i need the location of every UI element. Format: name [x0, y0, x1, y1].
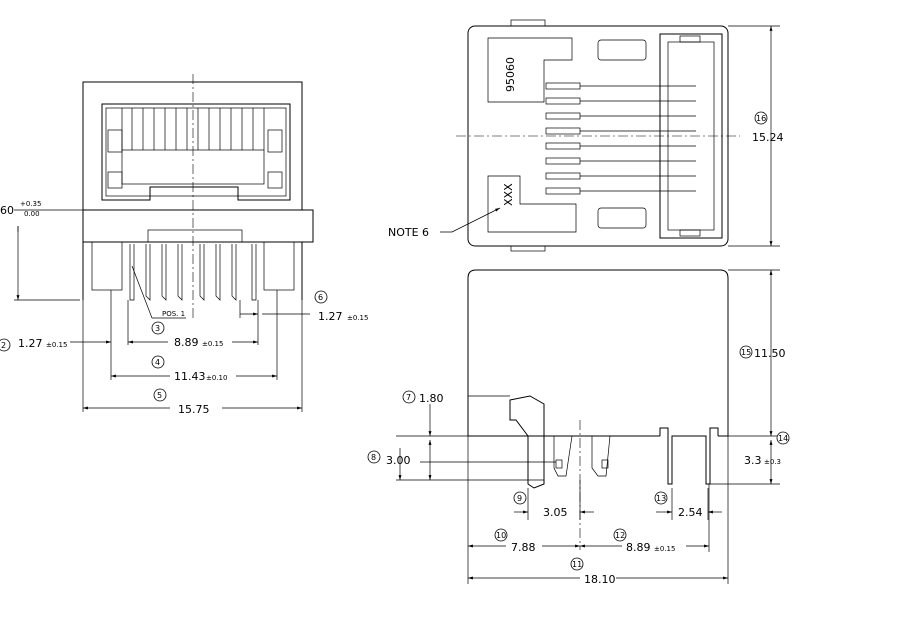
dim-2-value: 1.27 — [18, 337, 43, 350]
svg-text:16: 16 — [756, 114, 766, 123]
dim-7-marker — [402, 390, 416, 404]
front-left-post — [91, 241, 123, 291]
dim-6-marker — [314, 290, 328, 304]
svg-text:13: 13 — [656, 494, 666, 503]
dim-12-value: 8.89 — [626, 541, 651, 554]
dim-4-marker — [151, 355, 165, 369]
svg-text:4: 4 — [155, 358, 160, 367]
dim-3-tol: ±0.15 — [202, 340, 223, 348]
dim-11-marker — [570, 557, 584, 571]
side-pin-a — [553, 435, 573, 477]
dim-12-marker — [613, 528, 627, 542]
pos-leader — [131, 265, 153, 319]
side-pin-b — [591, 435, 611, 477]
pos-label: POS. 1 — [162, 310, 185, 318]
dim-15-marker — [739, 345, 753, 359]
dim-9-marker — [513, 491, 527, 505]
marking-text: XXX — [502, 183, 515, 206]
side-shield-clip — [509, 395, 545, 489]
dim-14-value: 3.3 — [744, 454, 762, 467]
dim-8-value: 3.00 — [386, 454, 411, 467]
side-rear-pins — [659, 427, 719, 485]
svg-text:11: 11 — [572, 560, 582, 569]
front-housing-outline — [82, 81, 303, 211]
height-dim-value: 60 — [0, 204, 14, 217]
top-label-area — [487, 37, 573, 103]
front-right-post — [263, 241, 295, 291]
dim-10-marker — [494, 528, 508, 542]
height-dim-tol-plus: +0.35 — [20, 200, 41, 208]
front-contact-fingers — [107, 108, 283, 189]
svg-text:12: 12 — [615, 531, 625, 540]
dim-9-value: 3.05 — [543, 506, 568, 519]
height-dim-tol-minus: 0.00 — [24, 210, 40, 218]
dim-14-marker — [776, 431, 790, 445]
side-view: 7 1.80 8 3.00 9 3.05 13 2.54 10 7.8 — [367, 269, 790, 586]
part-number: 95060 — [504, 57, 517, 92]
svg-text:8: 8 — [371, 453, 376, 462]
front-view: 60 +0.35 0.00 POS. 1 6 1.27 ±0.15 2 1.27… — [0, 74, 368, 416]
svg-text:9: 9 — [517, 494, 522, 503]
top-view: 95060 XXX NOTE — [388, 19, 784, 252]
note-label: NOTE 6 — [388, 226, 429, 239]
side-housing-outline — [467, 269, 729, 436]
dim-13-value: 2.54 — [678, 506, 703, 519]
top-contact-leads — [545, 82, 696, 195]
dim-16-value: 15.24 — [752, 131, 784, 144]
dim-15-value: 11.50 — [754, 347, 786, 360]
svg-text:5: 5 — [157, 391, 162, 400]
front-base-slot — [147, 229, 243, 243]
front-base-block — [82, 209, 314, 243]
svg-text:15: 15 — [741, 348, 751, 357]
dim-12-tol: ±0.15 — [654, 545, 675, 553]
svg-text:2: 2 — [1, 341, 6, 350]
front-jack-opening — [101, 103, 291, 201]
dim-13-marker — [654, 491, 668, 505]
dim-5-value: 15.75 — [178, 403, 210, 416]
dim-3-marker — [151, 321, 165, 335]
dim-16-marker — [754, 111, 768, 125]
dim-7-value: 1.80 — [419, 392, 444, 405]
dim-3-value: 8.89 — [174, 336, 199, 349]
svg-text:3: 3 — [155, 324, 160, 333]
dim-4-tol: ±0.10 — [206, 374, 227, 382]
svg-text:10: 10 — [496, 531, 506, 540]
dim-2-marker — [0, 338, 11, 352]
dim-5-marker — [153, 388, 167, 402]
dim-6-tol: ±0.15 — [347, 314, 368, 322]
svg-text:7: 7 — [406, 393, 411, 402]
svg-text:14: 14 — [778, 434, 788, 443]
dim-14-tol: ±0.3 — [764, 458, 781, 466]
dim-10-value: 7.88 — [511, 541, 536, 554]
dim-8-marker — [367, 450, 381, 464]
top-marking-area — [487, 175, 577, 233]
dim-2-tol: ±0.15 — [46, 341, 67, 349]
svg-text:6: 6 — [318, 293, 323, 302]
dim-4-value: 11.43 — [174, 370, 206, 383]
dim-6-value: 1.27 — [318, 310, 343, 323]
dim-11-value: 18.10 — [584, 573, 616, 586]
front-jack-inner — [105, 107, 287, 197]
